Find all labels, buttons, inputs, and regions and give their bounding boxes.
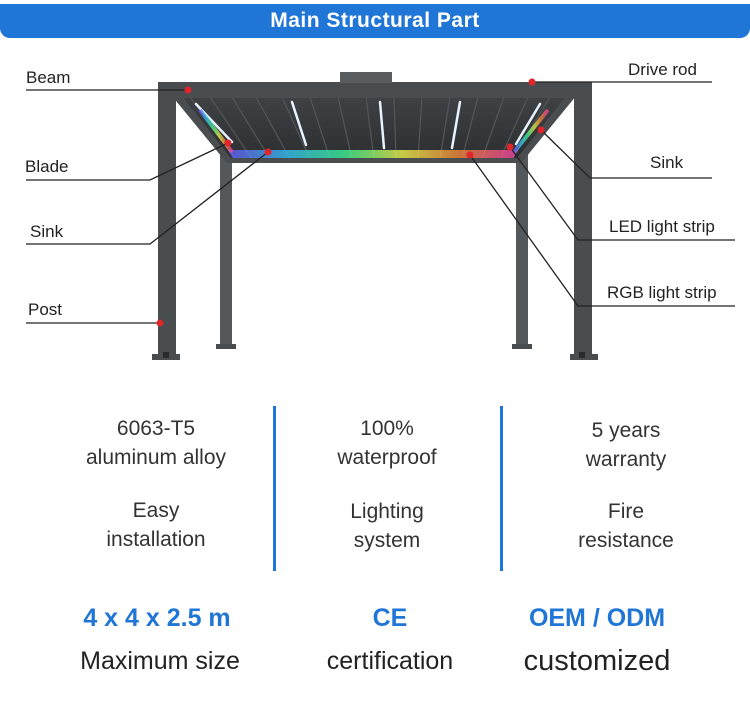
label-blade: Blade [25,157,69,176]
marker-blade [224,139,232,147]
label-sink-left: Sink [30,222,64,241]
label-beam: Beam [26,68,71,87]
back-posts [216,140,532,349]
label-led-strip: LED light strip [609,217,715,236]
marker-beam [184,86,192,94]
spec-certification-label: certification [326,647,454,675]
leader-lines [26,81,735,324]
feature-lighting: Lighting system [350,500,424,552]
marker-sink-left [264,148,272,156]
features-grid: 6063-T5 aluminum alloy 100% waterproof 5… [0,400,750,580]
spec-size-label: Maximum size [80,647,240,675]
drain-outlet [579,352,585,358]
label-post: Post [28,300,63,319]
callout-markers [156,78,545,327]
feature-waterproof: 100% waterproof [337,417,437,469]
spec-customization-label: customized [523,645,671,677]
label-rgb-strip: RGB light strip [607,283,717,302]
marker-post [156,319,164,327]
drain-outlet [163,352,169,358]
pergola-diagram [26,72,735,360]
label-drive-rod: Drive rod [628,60,697,79]
feature-material: 6063-T5 aluminum alloy [85,417,227,469]
spec-customization-value: OEM / ODM [528,604,666,632]
header-title: Main Structural Part [270,9,480,32]
spec-size-value: 4 x 4 x 2.5 m [83,604,231,632]
header-banner: Main Structural Part [0,4,750,38]
louvre-roof [178,96,572,160]
column-divider [273,406,276,571]
label-sink-right: Sink [650,153,684,172]
marker-led-strip [506,143,514,151]
feature-fire-resistance: Fire resistance [578,500,674,552]
feature-installation: Easy installation [106,499,206,551]
spec-certification-value: CE [372,604,408,632]
marker-drive-rod [528,78,536,86]
marker-rgb-strip [466,151,474,159]
marker-sink-right [537,126,545,134]
column-divider [500,406,503,571]
feature-warranty: 5 years warranty [585,419,667,471]
